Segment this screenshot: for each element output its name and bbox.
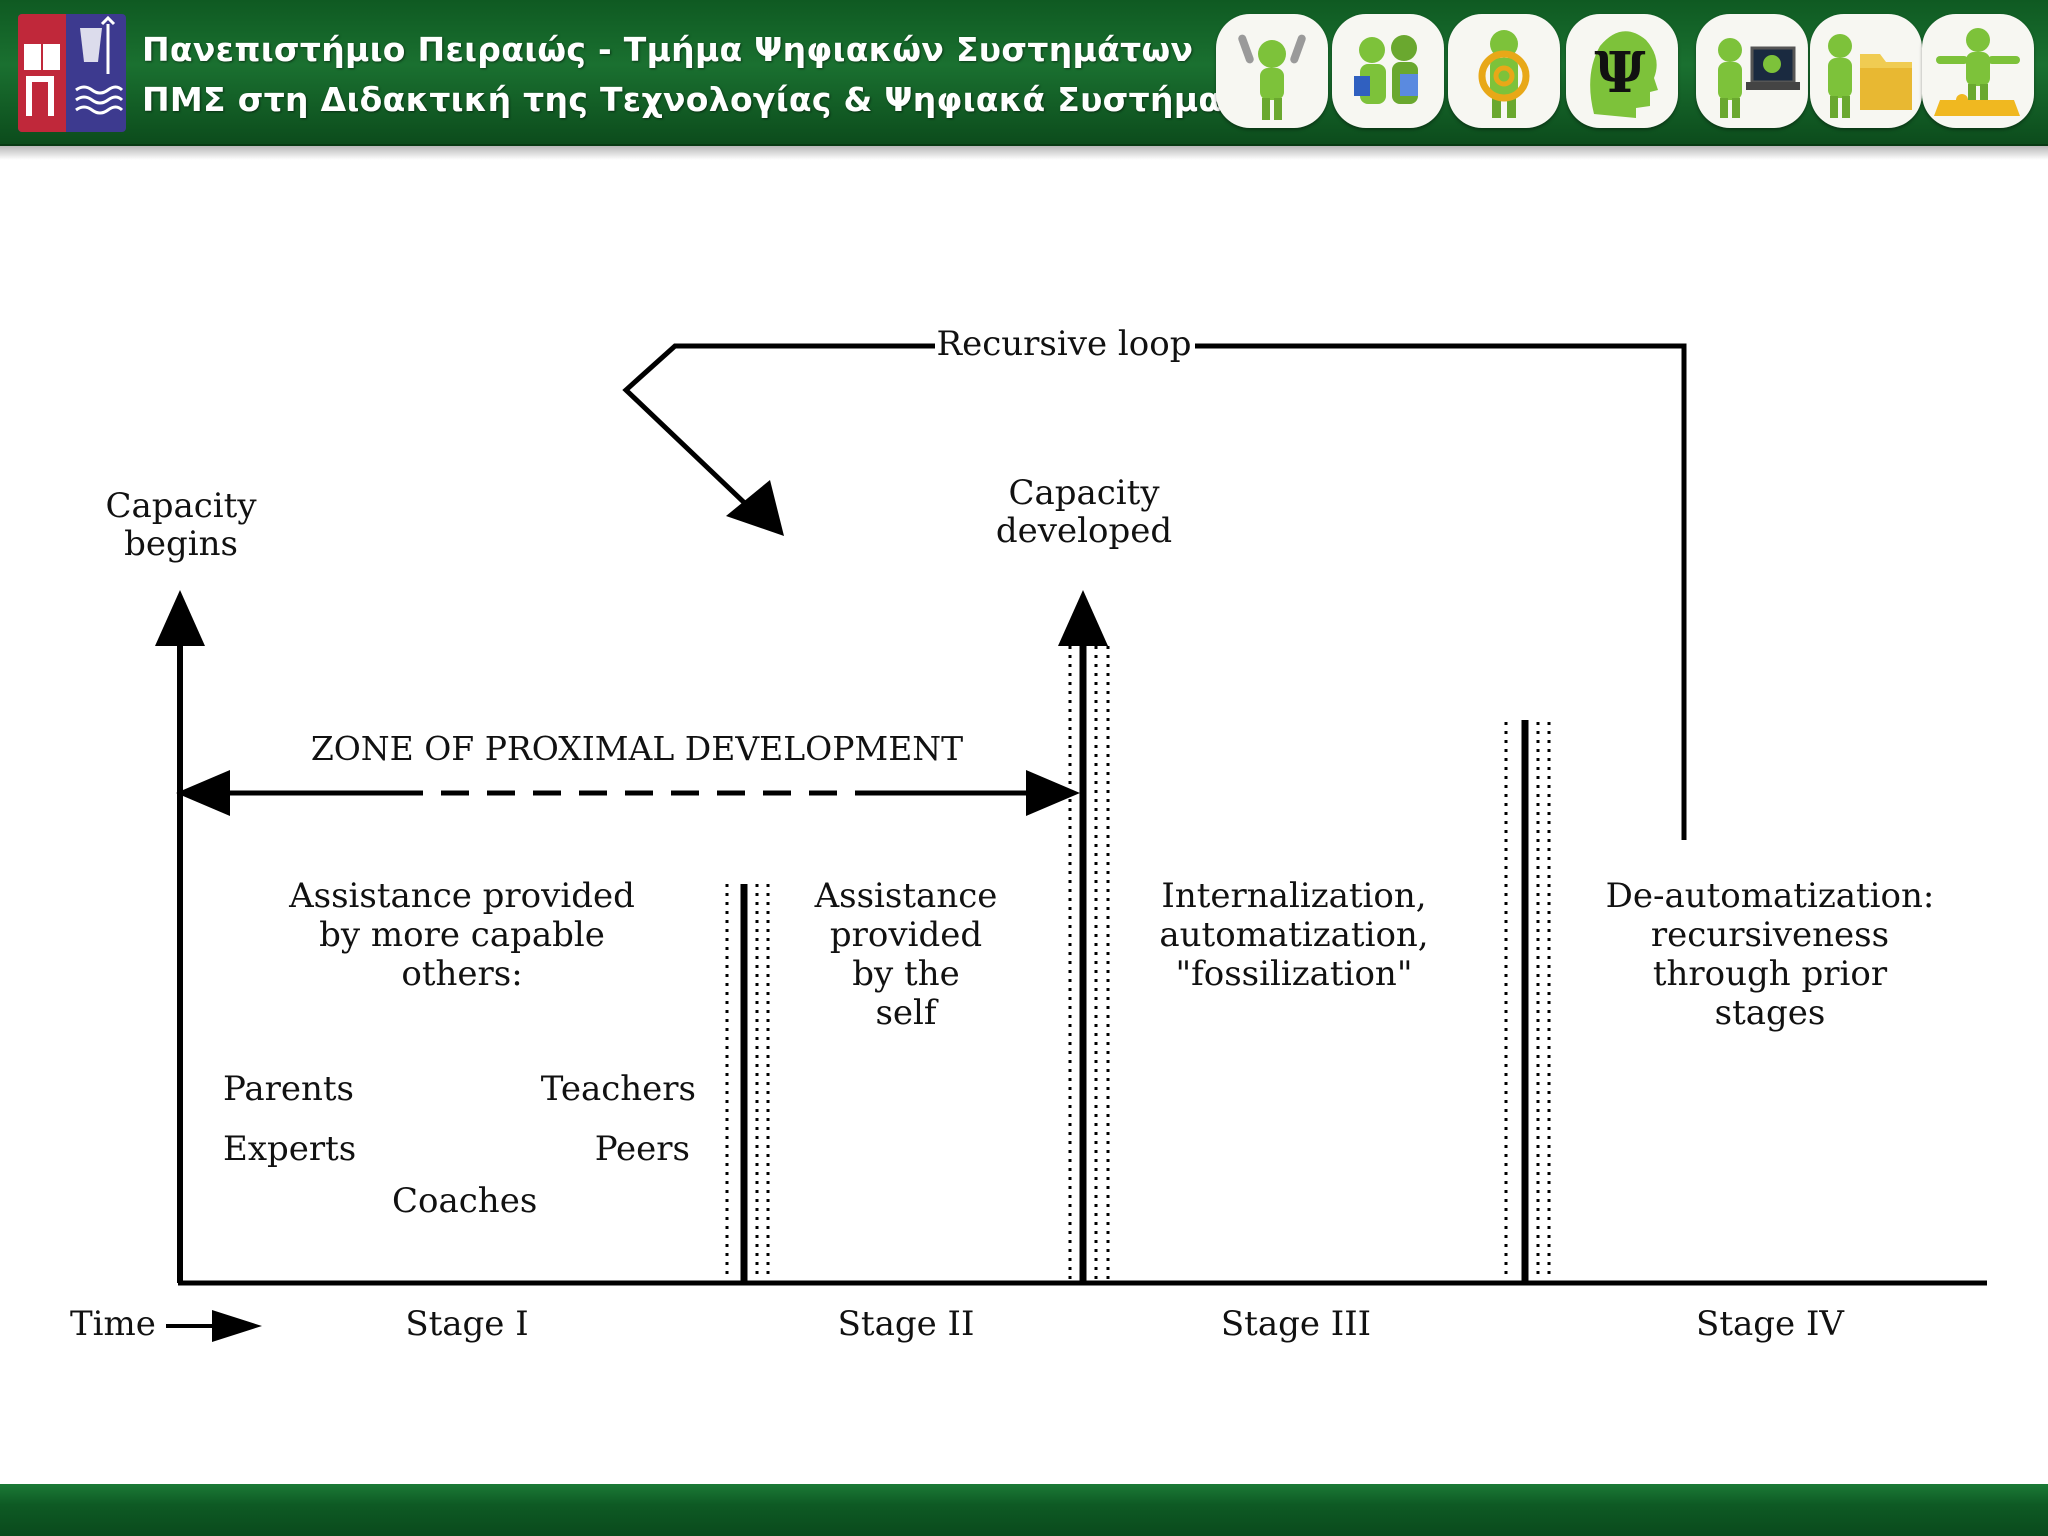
recursive-loop-arrowhead — [726, 480, 784, 536]
stage-label-2: Stage II — [838, 1304, 975, 1344]
time-arrowhead — [212, 1310, 262, 1342]
capacity-begins-line2: begins — [124, 524, 238, 564]
stage2-text-line3: by the — [852, 954, 959, 994]
header-icon-strip: Ψ — [1216, 14, 2036, 132]
stage3-text-line3: "fossilization" — [1176, 954, 1413, 994]
svg-text:Ψ: Ψ — [1594, 40, 1645, 106]
at-sign-figure-icon — [1448, 14, 1560, 128]
reading-figures-icon — [1332, 14, 1444, 128]
stage1-text-line3: others: — [401, 954, 522, 994]
stage4-text-line2: recursiveness — [1651, 915, 1889, 955]
stage-label-1: Stage I — [405, 1304, 528, 1344]
capacity-developed-arrowhead — [1058, 590, 1108, 646]
psi-head-icon: Ψ — [1566, 14, 1678, 128]
microphones-figure-icon — [1216, 14, 1328, 128]
stage3-text-line2: automatization, — [1159, 915, 1428, 955]
university-logo — [18, 14, 126, 132]
recursive-loop-line-left — [622, 343, 935, 512]
stage1-text-line2: by more capable — [319, 915, 605, 955]
stage3-text-line1: Internalization, — [1161, 876, 1426, 916]
header-shadow — [0, 146, 2048, 160]
zpd-label: ZONE OF PROXIMAL DEVELOPMENT — [311, 729, 963, 768]
header-bar: Πανεπιστήμιο Πειραιώς - Τμήμα Ψηφιακών Σ… — [0, 0, 2048, 146]
others-teachers: Teachers — [541, 1069, 696, 1109]
stage2-text-line2: provided — [830, 915, 982, 955]
stage-label-3: Stage III — [1221, 1304, 1371, 1344]
header-title-line2: ΠΜΣ στη Διδακτική της Τεχνολογίας & Ψηφι… — [142, 80, 1266, 119]
zpd-arrowhead-left — [176, 770, 230, 816]
others-peers: Peers — [595, 1129, 690, 1169]
stage2-text-line1: Assistance — [814, 876, 998, 916]
time-label: Time — [70, 1304, 156, 1344]
recursive-loop-line — [1195, 343, 1687, 840]
others-parents: Parents — [223, 1069, 354, 1109]
stage4-text-line1: De-automatization: — [1606, 876, 1935, 916]
laptop-figure-icon — [1696, 14, 1808, 128]
footer-bar — [0, 1484, 2048, 1536]
stage1-text-line1: Assistance provided — [288, 876, 635, 916]
others-experts: Experts — [223, 1129, 356, 1169]
capacity-developed-line1: Capacity — [1008, 473, 1160, 513]
stage-label-4: Stage IV — [1696, 1304, 1845, 1344]
stage4-text-line3: through prior — [1653, 954, 1888, 994]
folder-figure-icon — [1810, 14, 1922, 128]
stage4-text-line4: stages — [1715, 993, 1826, 1033]
stage2-text-line4: self — [875, 993, 938, 1033]
header-title-line1: Πανεπιστήμιο Πειραιώς - Τμήμα Ψηφιακών Σ… — [142, 30, 1194, 69]
capacity-developed-line2: developed — [996, 511, 1172, 551]
puzzle-figure-icon — [1922, 14, 2034, 128]
zpd-arrowhead-right — [1026, 770, 1080, 816]
capacity-begins-arrowhead — [155, 590, 205, 646]
recursive-loop-label: Recursive loop — [937, 324, 1192, 364]
capacity-begins-line1: Capacity — [105, 486, 257, 526]
others-coaches: Coaches — [392, 1181, 537, 1221]
